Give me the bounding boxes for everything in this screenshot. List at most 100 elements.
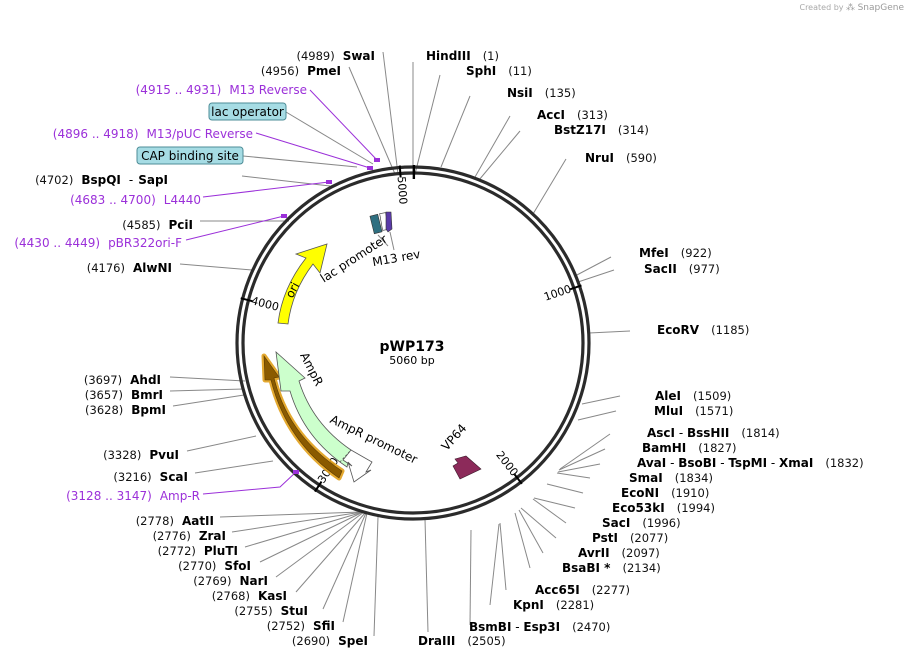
enzyme-line-alei xyxy=(581,395,621,405)
enzyme-site-avrii[interactable]: AvrII(2097) xyxy=(578,546,660,560)
primer-name: L4440 xyxy=(164,193,201,207)
enzyme-name: SacII xyxy=(644,262,677,276)
enzyme-site-sphi[interactable]: SphI(11) xyxy=(466,64,532,78)
enzyme-site-acci[interactable]: AccI(313) xyxy=(537,108,608,122)
enzyme-sep: - xyxy=(129,173,133,187)
enzyme-site-alwni[interactable]: (4176)AlwNI xyxy=(87,261,172,275)
enzyme-label-bmri: (3657)BmrI xyxy=(85,388,163,402)
feature-box-cap-binding-site[interactable]: CAP binding site xyxy=(136,146,244,165)
feature-vp64[interactable]: VP64 xyxy=(439,421,482,480)
enzyme-site-zrai[interactable]: (2776)ZraI xyxy=(153,529,226,543)
enzyme-site-bsmbi[interactable]: BsmBI - Esp3I(2470) xyxy=(469,620,610,634)
enzyme-position: (2770) xyxy=(178,559,216,573)
enzyme-label-sacii: SacII(977) xyxy=(644,262,720,276)
m13-rev-leader xyxy=(389,231,395,251)
enzyme-name: PmeI xyxy=(307,64,341,78)
primer-range: (3128 .. 3147) xyxy=(66,489,152,503)
enzyme-site-bsabi[interactable]: BsaBI *(2134) xyxy=(562,561,661,575)
plasmid-length: 5060 bp xyxy=(389,354,434,367)
enzyme-line-pmei xyxy=(348,66,396,175)
enzyme-site-pvui[interactable]: (3328)PvuI xyxy=(103,448,179,462)
enzyme-site-pluti[interactable]: (2772)PluTI xyxy=(158,544,238,558)
enzyme-site-acc65i[interactable]: Acc65I(2277) xyxy=(535,583,630,597)
enzyme-sep: - xyxy=(675,426,687,440)
enzyme-line-nari xyxy=(275,511,365,578)
enzyme-site-kpni[interactable]: KpnI(2281) xyxy=(513,598,594,612)
primer-range: (4896 .. 4918) xyxy=(53,127,139,141)
enzyme-site-scai[interactable]: (3216)ScaI xyxy=(113,470,188,484)
enzyme-site-saci[interactable]: SacI(1996) xyxy=(602,516,681,530)
enzyme-site-avai[interactable]: AvaI - BsoBI - TspMI - XmaI(1832) xyxy=(637,456,864,470)
enzyme-site-nrui[interactable]: NruI(590) xyxy=(585,151,657,165)
enzyme-site-bstz17i[interactable]: BstZ17I(314) xyxy=(554,123,649,137)
enzyme-position: (2752) xyxy=(267,619,305,633)
enzyme-site-bmri[interactable]: (3657)BmrI xyxy=(85,388,163,402)
enzyme-name: BpmI xyxy=(131,403,166,417)
enzyme-site-draiii[interactable]: DraIII(2505) xyxy=(418,634,506,648)
enzyme-label-ecorv: EcoRV(1185) xyxy=(657,323,749,337)
enzyme-line-eco53ki xyxy=(533,497,576,509)
ori-label: ori xyxy=(283,280,303,300)
enzyme-site-hindiii[interactable]: HindIII(1) xyxy=(426,49,499,63)
enzyme-site-spei[interactable]: (2690)SpeI xyxy=(292,634,368,648)
enzyme-line-swai xyxy=(382,51,399,175)
enzyme-line-ahdi xyxy=(169,376,246,382)
primer-l4440[interactable]: (4683 .. 4700)L4440 xyxy=(70,180,332,207)
primer-m13-reverse[interactable]: (4915 .. 4931)M13 Reverse xyxy=(136,83,380,162)
enzyme-site-sfii[interactable]: (2752)SfiI xyxy=(267,619,335,633)
enzyme-name: AhdI xyxy=(130,373,161,387)
enzyme-line-sphi xyxy=(414,74,441,175)
enzyme-site-econi[interactable]: EcoNI(1910) xyxy=(621,486,709,500)
enzyme-label-bsmbi: BsmBI - Esp3I(2470) xyxy=(469,620,610,634)
enzyme-line-bsmbi xyxy=(469,529,472,626)
enzyme-site-sacii[interactable]: SacII(977) xyxy=(644,262,720,276)
enzyme-line-sfoi xyxy=(259,511,364,563)
ampr-arrow xyxy=(275,350,352,468)
enzyme-site-smai[interactable]: SmaI(1834) xyxy=(629,471,713,485)
primer-amp-r[interactable]: (3128 .. 3147)Amp-R xyxy=(66,470,299,503)
primer-label-pbr322ori-f: (4430 .. 4449)pBR322ori-F xyxy=(14,236,182,250)
enzyme-sep3: - xyxy=(767,456,779,470)
enzyme-site-bpmi[interactable]: (3628)BpmI xyxy=(85,403,166,417)
primer-pbr322ori-f[interactable]: (4430 .. 4449)pBR322ori-F xyxy=(14,214,287,250)
enzyme-name: ScaI xyxy=(160,470,188,484)
enzyme-site-sfoi[interactable]: (2770)SfoI xyxy=(178,559,251,573)
enzyme-site-ahdi[interactable]: (3697)AhdI xyxy=(84,373,161,387)
enzyme-site-nari[interactable]: (2769)NarI xyxy=(193,574,268,588)
enzyme-site-ecorv[interactable]: EcoRV(1185) xyxy=(657,323,749,337)
enzyme-site-swai[interactable]: (4989)SwaI xyxy=(296,49,375,63)
enzyme-position: (1509) xyxy=(693,389,731,403)
enzyme-site-psti[interactable]: PstI(2077) xyxy=(592,531,668,545)
lac-promoter-block xyxy=(369,213,383,235)
enzyme-line-smai xyxy=(556,472,591,479)
enzyme-site-bspqi[interactable]: (4702)BspQI-SapI xyxy=(35,173,168,187)
enzyme-site-pcii[interactable]: (4585)PciI xyxy=(122,218,193,232)
enzyme-site-stui[interactable]: (2755)StuI xyxy=(234,604,308,618)
enzyme-line-scai xyxy=(194,460,274,474)
enzyme-site-aatii[interactable]: (2778)AatII xyxy=(136,514,214,528)
feature-box-lac-operator[interactable]: lac operator xyxy=(208,102,287,121)
enzyme-label-scai: (3216)ScaI xyxy=(113,470,188,484)
enzyme-position: (1996) xyxy=(642,516,680,530)
enzyme-site-eco53ki[interactable]: Eco53kI(1994) xyxy=(612,501,715,515)
primer-m13-puc-reverse[interactable]: (4896 .. 4918)M13/pUC Reverse xyxy=(53,127,373,170)
enzyme-position: (2505) xyxy=(467,634,505,648)
labels: HindIII(1)SphI(11) NsiI(135) AccI(313)BstZ… xyxy=(14,49,863,648)
enzyme-site-asci[interactable]: AscI - BssHII(1814) xyxy=(647,426,780,440)
enzyme-site-alei[interactable]: AleI(1509) xyxy=(655,389,731,403)
enzyme-line-bamhi xyxy=(558,448,606,471)
enzyme-site-mfei[interactable]: MfeI(922) xyxy=(639,246,712,260)
enzyme-name: AscI xyxy=(647,426,675,440)
feature-ori[interactable]: ori xyxy=(277,243,328,325)
enzyme-site-kasi[interactable]: (2768)KasI xyxy=(212,589,287,603)
enzyme-site-bamhi[interactable]: BamHI(1827) xyxy=(642,441,737,455)
enzyme-line-sacii xyxy=(577,269,615,283)
enzyme-site-nsii[interactable]: NsiI(135) xyxy=(507,86,576,100)
enzyme-label-bamhi: BamHI(1827) xyxy=(642,441,737,455)
enzyme-site-mlui[interactable]: MluI(1571) xyxy=(654,404,733,418)
tick-label-1000: 1000 xyxy=(542,282,573,303)
primer-label-m13-reverse: (4915 .. 4931)M13 Reverse xyxy=(136,83,307,97)
enzyme-site-pmei[interactable]: (4956)PmeI xyxy=(261,64,341,78)
